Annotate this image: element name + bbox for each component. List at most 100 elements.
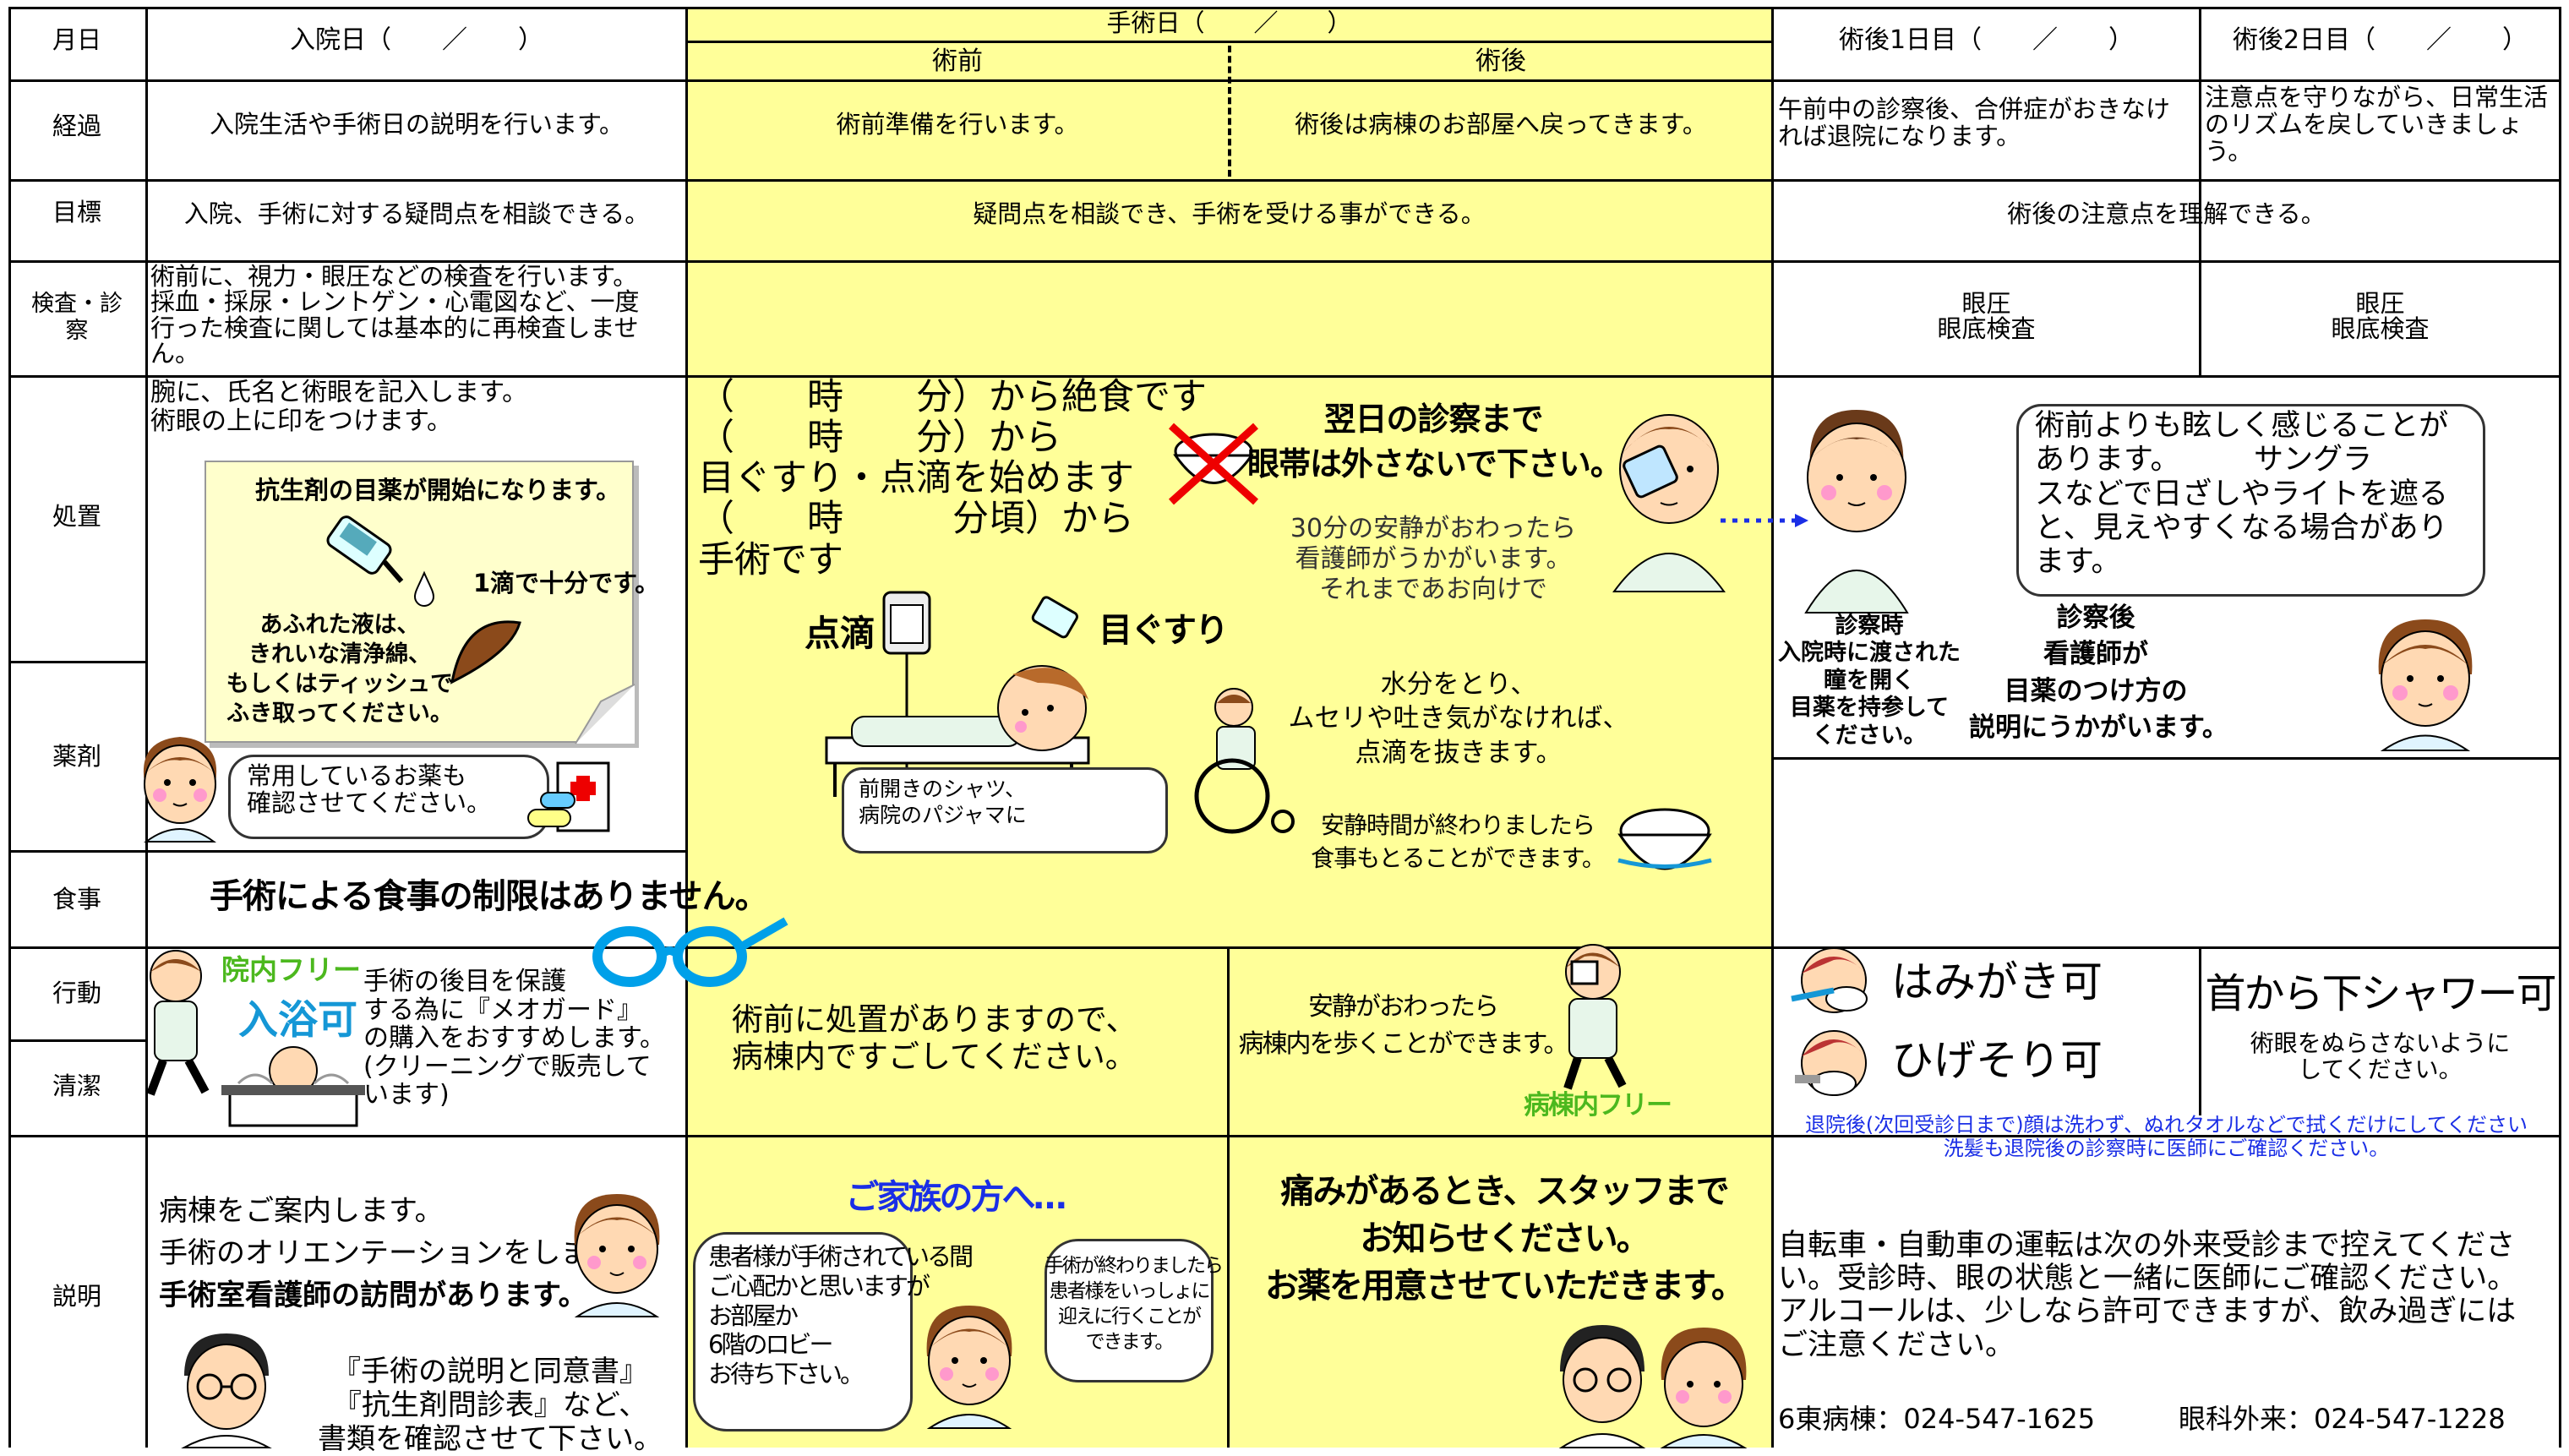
goal-admission: 入院、手術に対する疑問点を相談できる。: [183, 199, 650, 228]
ward-phone: 6東病棟：024-547-1625: [1778, 1403, 2096, 1435]
pajama-bubble: [842, 767, 1168, 853]
drip-label: 点滴: [805, 613, 876, 654]
grid-line: [8, 661, 148, 663]
brush-ok-label: はみがき可: [1891, 957, 2103, 1006]
family-title: ご家族の方へ…: [845, 1178, 1067, 1217]
grid-line: [8, 1135, 2561, 1137]
grid-line: [2199, 7, 2201, 375]
header-date: 月日: [52, 25, 101, 54]
explain-line2: 手術のオリエンテーションをします。: [159, 1236, 644, 1270]
progress-post-day2: 注意点を守りながら、日常生活 のリズムを戻していきましょ う。: [2205, 83, 2549, 166]
meal-ok-note: 安静時間が終わりましたら 食事もとることができます。: [1311, 811, 1606, 873]
shaving-face-icon: [1795, 1030, 1867, 1096]
family-left-text: 患者様が手術されている間 ご心配かと思いますが お部屋か 6階のロビー お待ち下…: [708, 1242, 974, 1389]
header-post-day2: 術後2日目（ ／ ）: [2232, 25, 2528, 55]
grid-line: [8, 79, 2561, 82]
grid-line: [8, 7, 11, 1448]
documents-note: 『手術の説明と同意書』 『抗生剤問診表』など、 書類を確認させて下さい。: [318, 1355, 663, 1456]
bath-ok-label: 入浴可: [238, 997, 357, 1044]
dotted-arrow-icon: [1721, 514, 1808, 527]
pajama-text: 前開きのシャツ、 病院のパジャマに: [859, 777, 1027, 828]
treatment-admission: 腕に、氏名と術眼を記入します。 術眼の上に印をつけます。: [150, 378, 528, 436]
grid-line: [1228, 46, 1231, 177]
explain-line3: 手術室看護師の訪問があります。: [159, 1279, 587, 1312]
rice-bowl-icon: [1617, 808, 1712, 870]
grid-line: [1773, 757, 2561, 760]
wheelchair-icon: [1194, 688, 1295, 834]
eyedrop-bottle-icon: [326, 515, 404, 583]
clinic-phone: 眼科外来：024-547-1228: [2179, 1403, 2506, 1435]
goal-post: 術後の注意点を理解できる。: [2007, 199, 2326, 228]
exam-post-day2: 眼圧 眼底検査: [2331, 289, 2430, 344]
grid-line: [8, 179, 2561, 182]
grid-line: [8, 375, 2561, 378]
toothbrush-face-icon: [1791, 947, 1868, 1013]
cotton-icon: [450, 620, 521, 684]
shower-ok-label: 首から下シャワー可: [2205, 970, 2556, 1017]
row-label-meal: 食事: [52, 885, 101, 913]
header-surgery-day: 手術日（ ／ ）: [1106, 8, 1352, 37]
doctor-icon: [181, 1333, 272, 1448]
family-right-text: 手術が終わりましたら 患者様をいっしょに 迎えに行くことが できます。: [1045, 1255, 1224, 1353]
patient-icon: [1804, 410, 1909, 613]
row-label-medicine: 薬剤: [52, 742, 101, 771]
activity-post-op: 安静がおわったら 病棟内を歩くことができます。: [1238, 992, 1569, 1059]
eye-patch-patient-icon: [1612, 414, 1726, 592]
bring-drops-note: 診察時 入院時に渡された 瞳を開く 目薬を持参して ください。: [1778, 613, 1961, 749]
nurse-explain-note: 診察後 看護師が 目薬のつけ方の 説明にうかがいます。: [1969, 603, 2228, 744]
grid-line: [8, 1039, 148, 1042]
eyedrop-label: 目ぐすり: [1099, 611, 1229, 650]
eyedrop-note: [205, 461, 635, 744]
lying-patient-icon: [825, 665, 1090, 797]
row-label-exam: 検査・診 察: [31, 291, 123, 345]
drop-icon: [413, 570, 435, 607]
shave-ok-label: ひげそり可: [1891, 1036, 2103, 1085]
nurse-right-icon: [2378, 619, 2473, 751]
driving-note: 自転車・自動車の運転は次の外来受診まで控えてくださ い。受診時、眼の状態と一緒に…: [1778, 1229, 2517, 1362]
drip-remove-note: 水分をとり、 ムセリや吐き気がなければ、 点滴を抜きます。: [1288, 669, 1629, 768]
rest-note: 30分の安静がおわったら 看護師がうかがいます。 それまであお向けで: [1290, 514, 1577, 604]
glasses-icon: [592, 917, 788, 987]
grid-line: [687, 41, 1773, 43]
activity-pre-op: 術前に処置がありますので、 病棟内ですごしてください。: [732, 1001, 1137, 1076]
face-wash-note: 退院後(次回受診日まで)顔は洗わず、ぬれタオルなどで拭くだけにしてください 洗髪…: [1804, 1113, 2528, 1160]
progress-post-day1: 午前中の診察後、合併症がおきなけ れば退院になります。: [1778, 95, 2171, 150]
exam-post-day1: 眼圧 眼底検査: [1937, 289, 2036, 344]
header-admission: 入院日（ ／ ）: [290, 25, 543, 55]
grid-line: [2559, 7, 2561, 1448]
grid-line: [8, 850, 687, 853]
walking-eye-patch-icon: [1563, 944, 1627, 1090]
header-post-day1: 術後1日目（ ／ ）: [1838, 25, 2135, 55]
row-label-activity: 行動: [52, 979, 101, 1007]
nurse-family-icon: [926, 1306, 1012, 1429]
grid-line: [8, 260, 2561, 263]
ward-free-label: 院内フリー: [221, 953, 361, 986]
note-wipe: あふれた液は、 きれいな清浄綿、 もしくはティッシュで ふき取ってください。: [226, 612, 454, 728]
doctor-nurse-icon: [1558, 1325, 1748, 1448]
family-left-bubble: [693, 1232, 913, 1431]
pre-op-times: （ 時 分）から絶食です （ 時 分）から 目ぐすり・点滴を始めます （ 時 分…: [698, 376, 1207, 581]
walking-patient-icon: [146, 950, 210, 1096]
glare-text: 術前よりも眩しく感じることが あります。 サングラ スなどで日ざしやライトを遮る…: [2035, 409, 2449, 579]
grid-line: [2199, 946, 2201, 1115]
row-label-goal: 目標: [52, 198, 101, 226]
grid-line: [8, 7, 2561, 9]
grid-line: [1227, 946, 1230, 1448]
grid-line: [145, 7, 148, 1448]
grid-line: [1771, 7, 1774, 1448]
header-pre-op: 術前: [932, 46, 983, 76]
no-food-icon: [1168, 423, 1259, 505]
progress-pre-op: 術前準備を行います。: [836, 110, 1079, 139]
goal-surgery: 疑問点を相談でき、手術を受ける事ができる。: [973, 199, 1486, 228]
row-label-hygiene: 清潔: [52, 1072, 101, 1100]
nurse-explain-icon: [574, 1194, 660, 1317]
progress-admission: 入院生活や手術日の説明を行います。: [209, 110, 625, 139]
progress-post-op: 術後は病棟のお部屋へ戻ってきます。: [1295, 110, 1707, 139]
ward-free2-label: 病棟内フリー: [1524, 1090, 1672, 1121]
row-label-treatment: 処置: [52, 502, 101, 531]
family-right-bubble: [1045, 1239, 1214, 1382]
grid-line: [8, 946, 2561, 949]
note-drop: 1滴で十分です。: [473, 569, 660, 597]
row-label-progress: 経過: [52, 112, 101, 140]
eyeband-note: 翌日の診察まで 眼帯は外さないで下さい。: [1247, 401, 1623, 483]
